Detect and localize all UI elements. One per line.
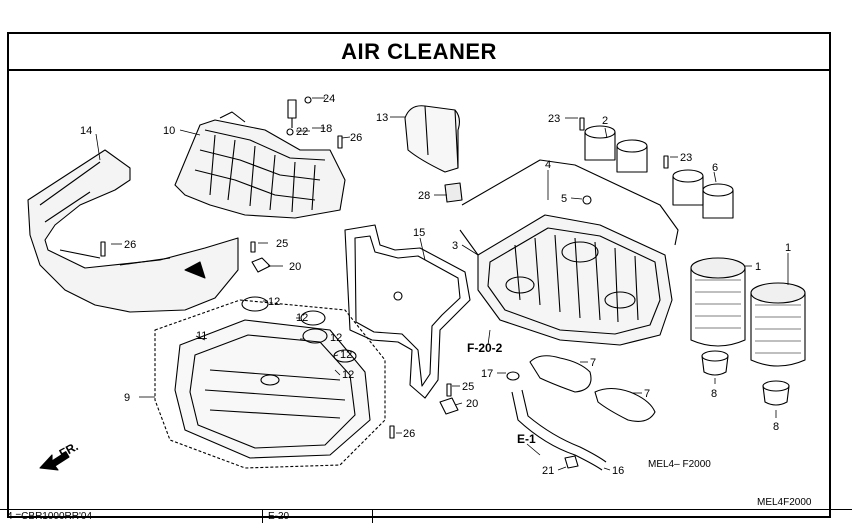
callout-21: 21 <box>542 465 554 477</box>
callout-24: 24 <box>323 93 335 105</box>
callout-1-left: 1 <box>755 261 761 273</box>
page-title: AIR CLEANER <box>341 38 497 64</box>
callout-20-bottom: 20 <box>466 398 478 410</box>
title-bar: AIR CLEANER <box>9 34 829 71</box>
callout-labels: 24 22 18 26 10 14 13 28 15 3 4 5 23 2 23… <box>57 93 812 508</box>
callout-25-top: 25 <box>276 238 288 250</box>
part-air-case <box>459 159 679 346</box>
part-funnels <box>584 125 734 219</box>
callout-5: 5 <box>561 193 567 205</box>
ref-f-20-2: F-20-2 <box>467 341 503 355</box>
callout-26-bottom: 26 <box>403 428 415 440</box>
callout-6: 6 <box>712 162 718 174</box>
part-side-cover <box>27 149 239 313</box>
callout-3: 3 <box>452 240 458 252</box>
footer-model: 4 =CBR1000RR'04 <box>7 511 93 522</box>
callout-8-right: 8 <box>773 421 779 433</box>
callout-18: 18 <box>320 123 332 135</box>
callout-2: 2 <box>602 115 608 127</box>
front-arrow-icon <box>39 451 70 471</box>
part-lower-cover <box>154 296 386 469</box>
footer-divider <box>372 510 373 523</box>
callout-7-bottom: 7 <box>644 388 650 400</box>
footer-page: E-20 <box>268 511 290 522</box>
part-filters <box>690 257 806 367</box>
callout-11: 11 <box>196 330 207 342</box>
drawing-code: MEL4F2000 <box>757 497 812 508</box>
part-funnel <box>404 105 463 203</box>
callout-26-top: 26 <box>350 132 362 144</box>
callout-17: 17 <box>481 368 493 380</box>
callout-8-left: 8 <box>711 388 717 400</box>
callout-12-d: 12 <box>340 349 352 361</box>
callout-12-a: 12 <box>268 296 280 308</box>
callout-28: 28 <box>418 190 430 202</box>
callout-16: 16 <box>612 465 624 477</box>
part-upper-cover <box>174 111 346 219</box>
part-gasket <box>344 224 471 399</box>
callout-9: 9 <box>124 392 130 404</box>
callout-15: 15 <box>413 227 425 239</box>
callout-12-c: 12 <box>330 332 342 344</box>
part-hose <box>506 371 607 471</box>
callout-23-right: 23 <box>680 152 692 164</box>
part-seals <box>529 355 656 422</box>
diagram-frame: AIR CLEANER <box>7 32 831 518</box>
footer-bar: 4 =CBR1000RR'04 E-20 <box>0 509 852 523</box>
callout-4: 4 <box>545 159 551 171</box>
callout-10: 10 <box>163 125 175 137</box>
callout-7-top: 7 <box>590 357 596 369</box>
drawing-code-inner: MEL4– F2000 <box>648 459 711 470</box>
callout-25-bottom: 25 <box>462 381 474 393</box>
part-fasteners <box>100 96 669 469</box>
footer-divider <box>262 510 263 523</box>
callout-14: 14 <box>80 125 92 137</box>
callout-1-right: 1 <box>785 242 791 254</box>
part-grommets <box>701 350 790 406</box>
callout-22: 22 <box>296 126 308 138</box>
callout-23-left: 23 <box>548 113 560 125</box>
callout-12-b: 12 <box>296 312 308 324</box>
leader-lines <box>95 97 789 471</box>
callout-13: 13 <box>376 112 388 124</box>
callout-20-top: 20 <box>289 261 301 273</box>
callout-26-left: 26 <box>124 239 136 251</box>
callout-12-e: 12 <box>342 369 354 381</box>
ref-e-1: E-1 <box>517 432 536 446</box>
